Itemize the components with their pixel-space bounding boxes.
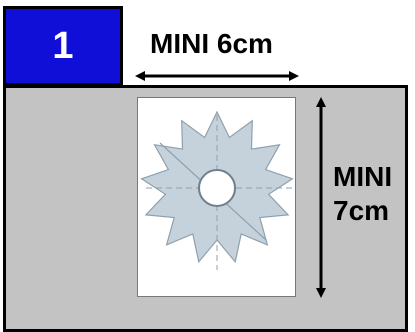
step-number: 1 xyxy=(52,24,74,67)
height-label-line1: MINI xyxy=(333,161,393,192)
height-label: MINI 7cm xyxy=(333,160,403,228)
width-label: MINI 6cm xyxy=(150,28,273,59)
height-label-line2: 7cm xyxy=(333,195,390,226)
step-number-badge: 1 xyxy=(3,6,123,86)
star-gasket-icon xyxy=(140,110,294,270)
